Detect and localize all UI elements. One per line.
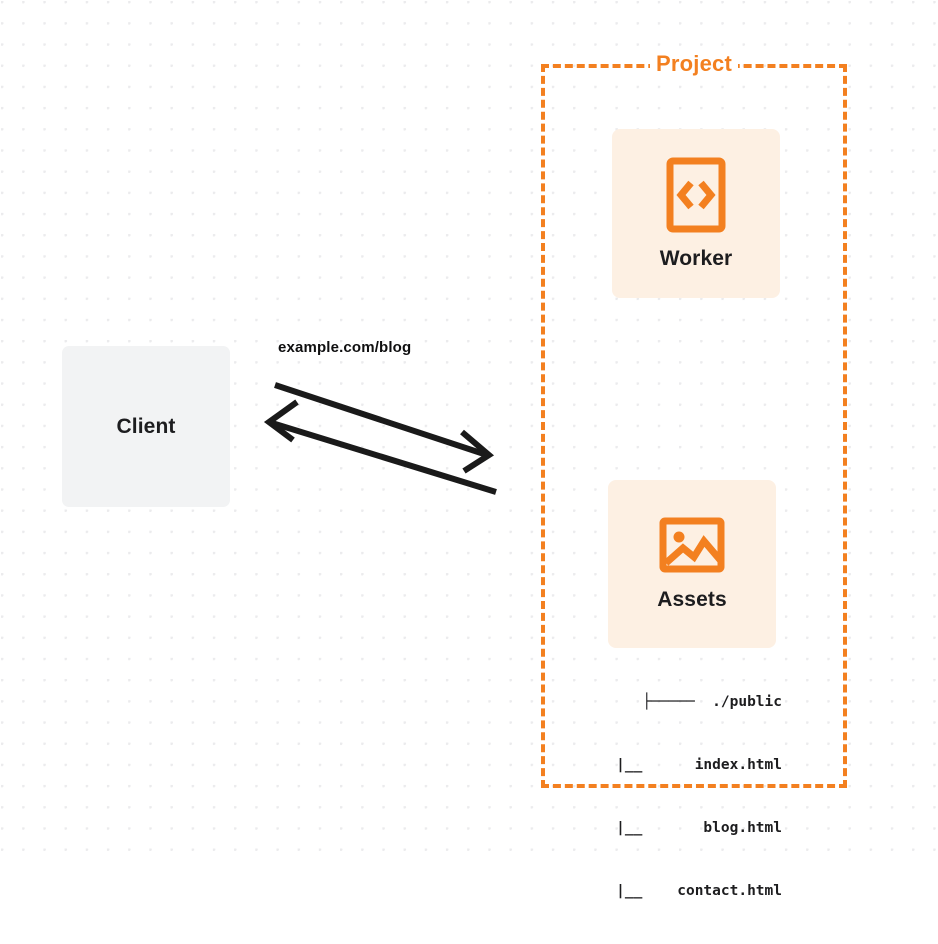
node-worker[interactable]: Worker	[612, 129, 780, 298]
node-assets-label: Assets	[657, 588, 727, 611]
arrow-response	[263, 399, 497, 495]
diagram-canvas: Client example.com/blog Project Worker	[0, 0, 938, 899]
code-brackets-icon	[666, 157, 726, 232]
project-title: Project	[541, 51, 847, 77]
file-tree-line: |__ blog.html	[598, 820, 782, 836]
node-assets[interactable]: Assets	[608, 480, 776, 648]
image-picture-icon	[659, 517, 725, 573]
file-tree-line: ├───── ./public	[642, 694, 782, 710]
node-client-label: Client	[116, 414, 176, 438]
node-client[interactable]: Client	[62, 346, 230, 507]
project-title-text: Project	[650, 51, 738, 76]
file-tree-line: |__ index.html	[598, 757, 782, 773]
file-tree-line: |__ contact.html	[598, 883, 782, 899]
assets-file-tree: ├───── ./public |__ index.html |__ blog.…	[560, 650, 782, 944]
arrow-request	[274, 382, 495, 474]
node-worker-label: Worker	[659, 246, 733, 270]
connection-label-request: example.com/blog	[278, 339, 412, 356]
